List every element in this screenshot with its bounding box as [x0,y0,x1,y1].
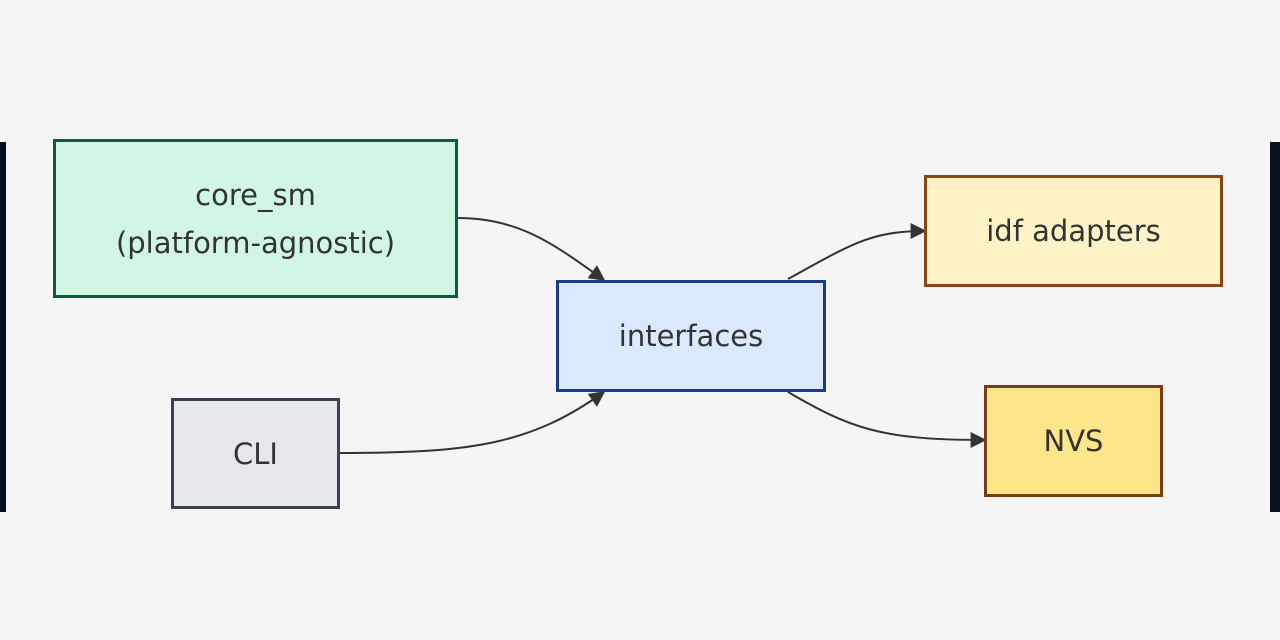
edge-cli-to-interfaces [339,391,606,454]
edge-interfaces-to-idf-adapters [787,223,927,280]
core-sm-label: core_sm [195,177,316,212]
nvs-label: NVS [1043,424,1104,458]
interfaces-node: interfaces [556,280,826,392]
core-sm-node: core_sm (platform-agnostic) [53,139,458,298]
core-sm-sublabel: (platform-agnostic) [115,225,396,260]
cli-node: CLI [171,398,340,509]
right-frame-bar [1270,142,1280,512]
edge-interfaces-to-nvs [787,391,987,448]
interfaces-label: interfaces [618,319,764,353]
edge-core-sm-to-interfaces [457,217,606,281]
cli-label: CLI [233,436,278,471]
idf-adapters-node: idf adapters [924,175,1223,287]
left-frame-bar [0,142,6,512]
nvs-node: NVS [984,385,1163,497]
idf-adapters-label: idf adapters [986,214,1161,248]
